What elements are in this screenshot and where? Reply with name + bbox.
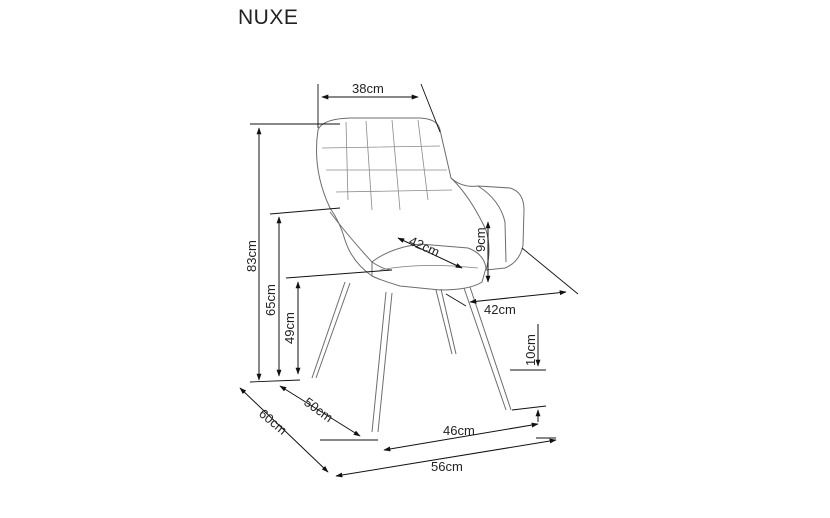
leg-back-right xyxy=(435,288,457,355)
label-armrest-height: 65cm xyxy=(263,284,278,316)
label-stretcher-height: 10cm xyxy=(523,334,538,366)
armrest-left xyxy=(329,211,393,271)
backrest-tufting xyxy=(321,119,453,211)
dim-seat-height: 49cm xyxy=(282,269,393,375)
leg-front-left xyxy=(371,291,393,433)
label-seat-height: 49cm xyxy=(282,312,297,344)
leg-back-left xyxy=(311,281,351,379)
seat-seam xyxy=(379,265,479,271)
armrest-right xyxy=(450,177,507,271)
dim-backrest-width: 38cm xyxy=(317,81,441,133)
dim-armrest-above-seat: 9cm xyxy=(473,221,491,283)
label-seat-depth: 42cm xyxy=(407,233,442,260)
dim-width-total: 56cm xyxy=(320,437,557,478)
dim-total-height: 83cm xyxy=(244,123,340,383)
leg-front-right xyxy=(463,286,512,411)
dim-depth-inner: 50cm xyxy=(279,385,361,437)
label-backrest-width: 38cm xyxy=(352,81,384,96)
label-armrest-above-seat: 9cm xyxy=(473,227,488,252)
label-width-total: 56cm xyxy=(431,459,463,474)
dim-stretcher-height: 10cm xyxy=(510,324,547,422)
dim-seat-depth: 42cm xyxy=(397,233,463,269)
dim-seat-width: 42cm xyxy=(445,247,579,317)
backrest-left-side xyxy=(316,129,373,277)
label-width-inner: 46cm xyxy=(443,423,475,438)
dim-armrest-height: 65cm xyxy=(263,207,341,377)
label-total-height: 83cm xyxy=(244,240,259,272)
label-depth-inner: 50cm xyxy=(301,394,336,425)
label-seat-width: 42cm xyxy=(484,302,516,317)
label-depth-total: 60cm xyxy=(256,406,290,438)
dim-width-inner: 46cm xyxy=(383,422,539,452)
chair-illustration xyxy=(311,117,525,433)
product-title: NUXE xyxy=(238,6,299,29)
